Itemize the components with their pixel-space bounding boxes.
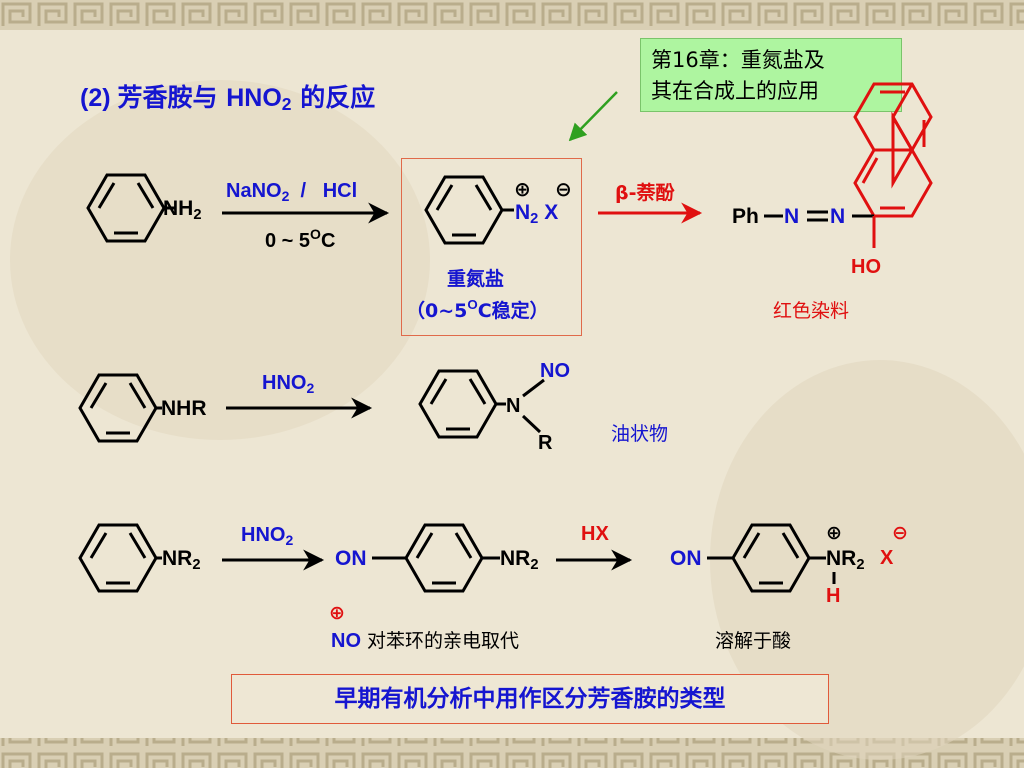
coupler-beta-naphthol: β-萘酚 [615,182,675,204]
page-title: (2) 芳香胺与 HNO2 的反应 [80,78,375,115]
pointer-arrow [568,91,618,142]
salt-minus-charge: ⊖ [892,523,908,544]
diazonium-name: 重氮盐 [447,268,505,290]
azo-n1-label: N [784,205,800,228]
hydroxyl-label: HO [851,256,881,278]
salt-plus-charge: ⊕ [826,523,842,544]
top-border-pattern [0,0,1024,30]
nitrosamine-n-label: N [506,395,521,417]
diazonium-highlight-box [401,158,582,336]
title-suffix: 的反应 [291,83,376,112]
amine-nh2-label: NH2 [163,197,202,223]
acid-hx-label: HX [581,523,609,545]
diazonium-minus-charge: ⊖ [555,179,572,201]
reagent-nano2-hcl: NaNO2 / HCl [226,180,358,204]
salt-on-label: ON [670,547,702,570]
title-prefix: (2) [80,84,118,112]
footer-summary: 早期有机分析中用作区分芳香胺的类型 [231,674,829,724]
dissolves-in-acid-label: 溶解于酸 [715,630,792,652]
salt-h-label: H [826,585,841,607]
diazonium-n2-label: N2 X [515,201,559,227]
title-reagent: HNO [226,84,282,112]
title-reagent-sub: 2 [281,94,292,114]
temperature-condition: 0 ~ 5OC [265,226,336,252]
amine-nr2-label: NR2 [162,547,201,573]
benzene-ring-sec-amine [78,373,162,443]
reagent-hno2-row3: HNO2 [241,524,294,548]
chapter-line-2: 其在合成上的应用 [651,79,819,103]
para-nr2-label: NR2 [500,547,539,573]
benzene-ring-tert-amine [78,523,162,593]
salt-x-label: X [880,547,894,569]
red-dye-label: 红色染料 [773,300,850,322]
nitroso-no-label: NO [540,360,570,382]
benzene-ring-aniline [86,173,176,243]
title-cn: 芳香胺与 [117,83,227,112]
amine-nhr-label: NHR [161,397,207,420]
diazonium-plus-charge: ⊕ [514,179,531,201]
oily-product-label: 油状物 [611,423,669,445]
salt-nr2-label: NR2 [826,547,865,573]
benzene-ring-diazonium [424,175,514,245]
diazonium-stability: （0~5OC稳定） [406,297,549,322]
benzene-ring-p-nitroso [372,523,500,593]
benzene-ring-nitrosamine [418,369,545,439]
azo-bonds [764,210,874,222]
azo-n2-label: N [830,205,846,228]
chapter-line-1: 第16章：重氮盐及 [651,48,825,72]
para-on-label: ON [335,547,367,570]
benzene-ring-salt [707,523,836,593]
nitrosamine-r-label: R [538,432,553,454]
chapter-note: 第16章：重氮盐及 其在合成上的应用 [640,38,902,112]
nitrosonium-note: NO 对苯环的亲电取代 [331,630,520,652]
reagent-hno2-row2: HNO2 [262,372,315,396]
phenyl-label: Ph [732,205,759,228]
naphthol-azo-structure [853,82,933,218]
nitrosonium-plus-charge: ⊕ [329,603,345,624]
